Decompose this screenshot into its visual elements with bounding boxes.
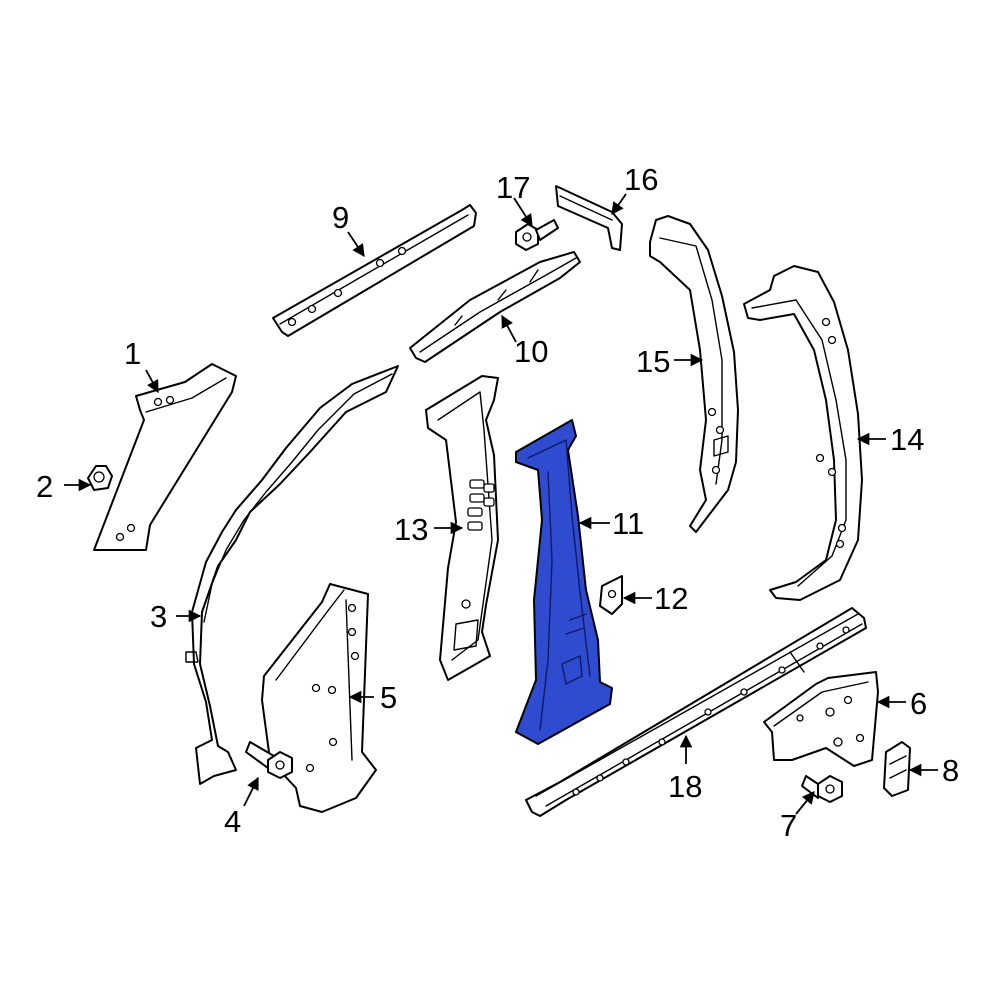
callout-6: 6 [910, 686, 927, 721]
part-6-gusset[interactable] [763, 671, 879, 767]
callout-8: 8 [942, 753, 959, 788]
callout-4: 4 [224, 804, 241, 839]
callout-14: 14 [890, 422, 924, 457]
callout-17: 17 [496, 170, 530, 205]
callout-7: 7 [780, 808, 797, 843]
part-15-rear-pillar-inner[interactable] [649, 215, 739, 533]
callout-2: 2 [36, 469, 53, 504]
part-11-center-pillar[interactable] [515, 419, 613, 745]
callout-9: 9 [332, 200, 349, 235]
part-18-rocker-panel[interactable] [525, 607, 867, 817]
part-16-bracket[interactable] [555, 185, 623, 251]
callout-15: 15 [636, 344, 670, 379]
callout-11: 11 [612, 506, 644, 541]
part-7-bolt[interactable] [801, 775, 843, 803]
part-8-clip[interactable] [883, 741, 911, 797]
callout-labels: 1 2 3 4 5 6 7 8 9 10 11 12 13 14 15 16 1… [36, 162, 959, 843]
part-9-roof-rail[interactable] [272, 204, 477, 337]
callout-10: 10 [514, 334, 548, 369]
callout-5: 5 [380, 680, 397, 715]
part-12-plate[interactable] [599, 575, 623, 615]
callout-3: 3 [150, 599, 167, 634]
part-3-front-pillar[interactable] [185, 365, 399, 785]
callout-1: 1 [124, 336, 141, 371]
part-2-clip[interactable] [87, 465, 113, 491]
part-10-inner-roof-rail[interactable] [409, 251, 581, 363]
part-5-hinge-pillar[interactable] [261, 583, 377, 813]
part-17-bolt[interactable] [515, 219, 559, 251]
part-1-pillar-reinforcement[interactable] [93, 363, 237, 551]
part-4-bolt[interactable] [245, 741, 293, 779]
callout-12: 12 [654, 581, 688, 616]
leader-lines [64, 193, 938, 815]
part-14-rear-pillar-outer[interactable] [743, 265, 863, 601]
callout-13: 13 [394, 512, 428, 547]
callout-18: 18 [668, 769, 702, 804]
callout-16: 16 [624, 162, 658, 197]
